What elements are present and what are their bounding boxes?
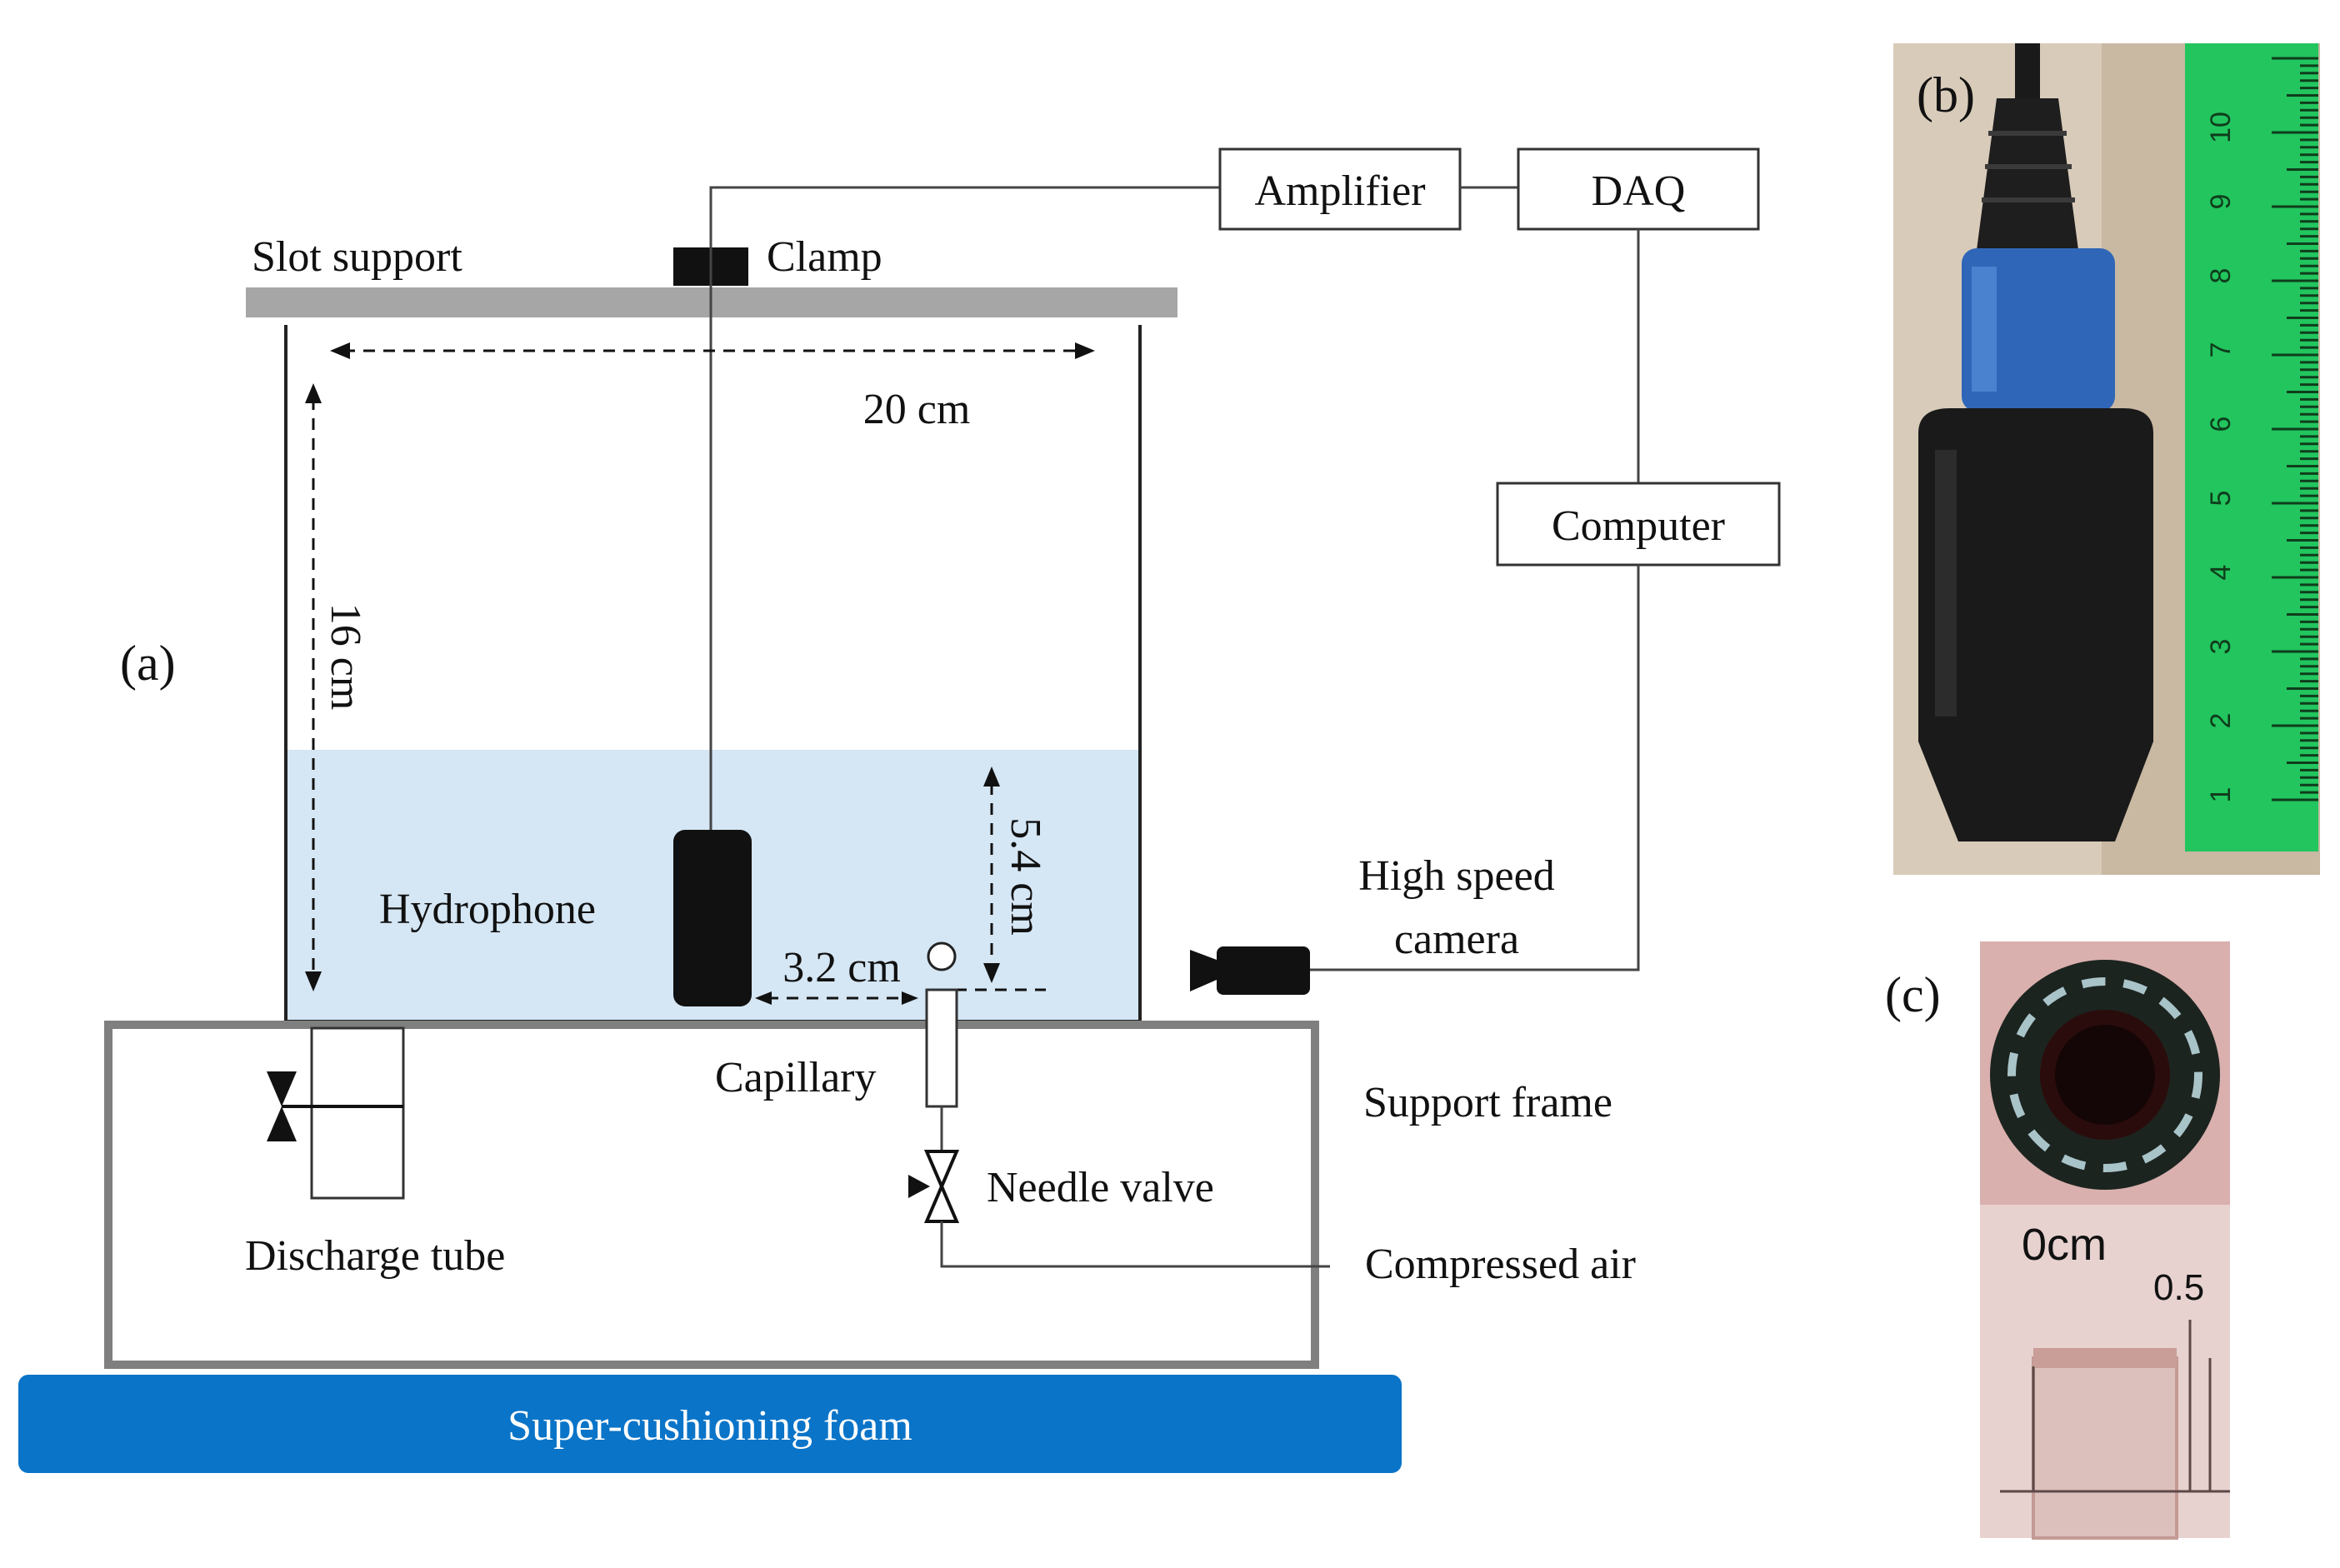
ruler-number: 3: [2205, 639, 2237, 655]
support-frame-label: Support frame: [1363, 1079, 1612, 1126]
ruler-ticks: 1 2 3 4 5 6 7 8 9 10: [2205, 57, 2318, 803]
width-dimension-label: 20 cm: [863, 386, 971, 433]
height-arrow-bottom: [305, 971, 322, 991]
capillary-label: Capillary: [715, 1054, 877, 1101]
ruler-number: 9: [2205, 194, 2237, 210]
capillary-top-photo: [1980, 941, 2230, 1205]
offset-dimension-label: 3.2 cm: [782, 944, 901, 991]
water-arrow-top: [983, 767, 1000, 786]
ruler-number: 10: [2205, 112, 2237, 143]
ruler-number: 2: [2205, 713, 2237, 729]
discharge-tube-label: Discharge tube: [245, 1232, 505, 1280]
needle-valve-label: Needle valve: [987, 1164, 1214, 1211]
discharge-valve-icon: [267, 1071, 403, 1141]
panel-label-a: (a): [120, 636, 176, 691]
ruler-number: 7: [2205, 342, 2237, 358]
super-cushioning-foam: [18, 1375, 1402, 1473]
support-frame: [104, 1021, 1319, 1369]
amplifier-label: Amplifier: [1254, 167, 1425, 215]
capillary-tube: [925, 988, 958, 1108]
width-arrow-left: [330, 342, 350, 359]
ruler-number: 8: [2205, 268, 2237, 284]
discharge-tube: [310, 1026, 405, 1200]
capillary-scale-half: 0.5: [2153, 1267, 2204, 1308]
computer-box: [1496, 482, 1781, 567]
panel-label-c: (c): [1885, 967, 1941, 1022]
height-arrow-top: [305, 383, 322, 403]
computer-camera-wire: [1310, 565, 1640, 971]
compressed-air-line: [940, 1221, 1330, 1268]
hydrophone-body: [673, 830, 752, 1006]
ruler-number: 1: [2205, 787, 2237, 803]
slot-support-label: Slot support: [252, 233, 462, 281]
water-dimension-label: 5.4 cm: [1002, 817, 1049, 936]
capillary-side-photo: [1980, 1205, 2230, 1540]
water-arrow-bottom: [983, 963, 1000, 983]
width-arrow-right: [1075, 342, 1095, 359]
ruler-number: 6: [2205, 417, 2237, 432]
camera-label-line1: High speed: [1358, 852, 1554, 900]
panel-label-b: (b): [1917, 67, 1975, 122]
daq-label: DAQ: [1592, 167, 1686, 215]
ruler-number: 4: [2205, 565, 2237, 581]
hydrophone-cable: [709, 186, 1220, 830]
ruler-number: 5: [2205, 491, 2237, 507]
ruler: [2185, 43, 2318, 851]
height-dimension-label: 16 cm: [322, 603, 369, 711]
bubble: [927, 941, 957, 971]
amplifier-box: [1218, 147, 1462, 231]
foam-label: Super-cushioning foam: [508, 1402, 912, 1450]
computer-label: Computer: [1552, 502, 1725, 550]
offset-arrow-left: [755, 991, 772, 1005]
compressed-air-label: Compressed air: [1365, 1241, 1636, 1288]
camera-label-line2: camera: [1394, 916, 1519, 963]
clamp-label: Clamp: [767, 233, 882, 281]
hydrophone-label: Hydrophone: [379, 886, 596, 933]
capillary-scale-zero: 0cm: [2022, 1220, 2107, 1270]
high-speed-camera-icon: [1190, 946, 1310, 995]
offset-arrow-right: [902, 991, 918, 1005]
